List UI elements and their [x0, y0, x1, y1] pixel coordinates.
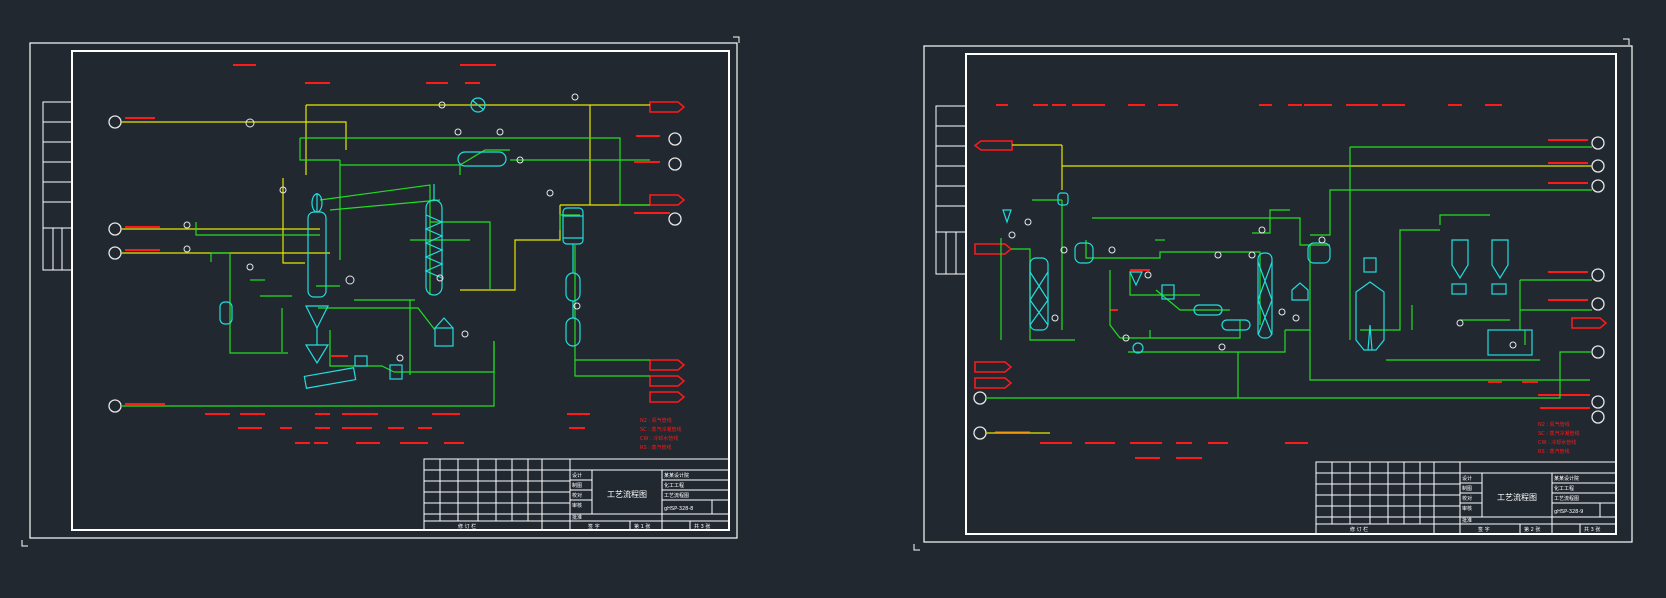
sheet-2: 工艺流程图 gHSP-328-9 某某设计院 化工工程 工艺流程图 设计 制图 …: [914, 39, 1632, 550]
sheet-1-legend-item: CW : 冷却水管线: [640, 435, 678, 442]
sheet-1-tb-row: 制图: [572, 482, 582, 489]
sheet-2-tb-row: 批准: [1462, 517, 1472, 524]
reactor-vessel: [563, 208, 583, 244]
sheet-2-title: 工艺流程图: [1497, 492, 1537, 502]
sheet-2-tb-row: 审核: [1462, 505, 1472, 512]
sheet-2-sheet-label: 第 2 张: [1524, 526, 1540, 533]
sheet-2-connectors: [974, 137, 1604, 439]
sheet-2-legend-item: RS : 蒸汽管线: [1538, 448, 1570, 455]
sheet-2-revision-label: 修 订 栏: [1350, 526, 1368, 533]
sheet-2-company-line: 化工工程: [1554, 485, 1574, 492]
sheet-2-annotation-marks: [995, 105, 1590, 458]
sheet-1-tb-row: 批准: [572, 514, 582, 521]
sheet-2-legend-item: SC : 蒸汽冷凝管线: [1538, 430, 1580, 437]
sheet-1-inner-border: [72, 51, 729, 530]
sheet-2-company-line: 工艺流程图: [1554, 495, 1579, 502]
sheet-1-corner-mark: [22, 540, 28, 546]
sheet-2-drawing-no: gHSP-328-9: [1554, 509, 1583, 515]
sheet-2-company-line: 某某设计院: [1554, 475, 1579, 482]
sheet-2-corner-mark: [914, 544, 920, 550]
sheet-2-legend-item: N2 : 氮气管线: [1538, 421, 1570, 428]
sheet-2-approve-label: 签 字: [1478, 526, 1490, 533]
sheet-1-instruments: [184, 94, 580, 361]
sheet-2-corner-mark: [1623, 39, 1629, 45]
sheet-1-title: 工艺流程图: [607, 489, 647, 499]
sheet-1-drawing-no: gHSP-328-8: [664, 506, 693, 512]
sheet-1-total-label: 共 3 张: [694, 523, 710, 530]
reflux-drum: [458, 152, 506, 166]
sheet-2-tb-row: 校对: [1462, 495, 1472, 502]
sheet-1-utility-lines: [121, 105, 650, 290]
sheet-2-terminal-arrows: [975, 141, 1606, 388]
sheet-2-left-strip: [936, 106, 966, 274]
absorber-column: [1030, 258, 1048, 330]
sheet-2-legend-item: CW : 冷却水管线: [1538, 439, 1576, 446]
sheet-1-tb-row: 审核: [572, 502, 582, 509]
sheet-1-corner-mark: [733, 37, 739, 43]
sheet-1-terminal-arrows: [650, 102, 684, 402]
sheet-2-utility-lines: [986, 145, 1592, 433]
sheet-1-company-line: 化工工程: [664, 482, 684, 489]
sheet-1-left-strip: [43, 102, 72, 270]
sheet-1-sheet-label: 第 1 张: [634, 523, 650, 530]
sheet-1-process-lines: [121, 138, 650, 406]
dryer-vessel: [1356, 282, 1384, 350]
distillation-column: [308, 212, 326, 297]
sheet-1-company-line: 工艺流程图: [664, 492, 689, 499]
sheet-1-legend-item: SC : 蒸汽冷凝管线: [640, 426, 682, 433]
sheet-2-instruments: [1009, 219, 1516, 350]
sheet-1-tb-row: 设计: [572, 472, 582, 479]
sheet-2-tb-row: 制图: [1462, 485, 1472, 492]
sheet-2-process-lines: [986, 147, 1592, 398]
sheet-1-company-line: 某某设计院: [664, 472, 689, 479]
sheet-1: 工艺流程图 gHSP-328-8 某某设计院 化工工程 工艺流程图 设计 制图 …: [22, 37, 739, 546]
sheet-1-legend-item: N2 : 氮气管线: [640, 417, 672, 424]
sheet-2-total-label: 共 3 张: [1584, 526, 1600, 533]
sheet-1-equipment: [220, 98, 583, 388]
sheet-1-tb-row: 校对: [572, 492, 582, 499]
sheet-1-approve-label: 签 字: [588, 523, 600, 530]
sheet-2-tb-row: 设计: [1462, 475, 1472, 482]
sheet-2-equipment: [1003, 193, 1532, 355]
sheet-1-revision-label: 修 订 栏: [458, 523, 476, 530]
sheet-1-legend-item: RS : 蒸汽管线: [640, 444, 672, 451]
